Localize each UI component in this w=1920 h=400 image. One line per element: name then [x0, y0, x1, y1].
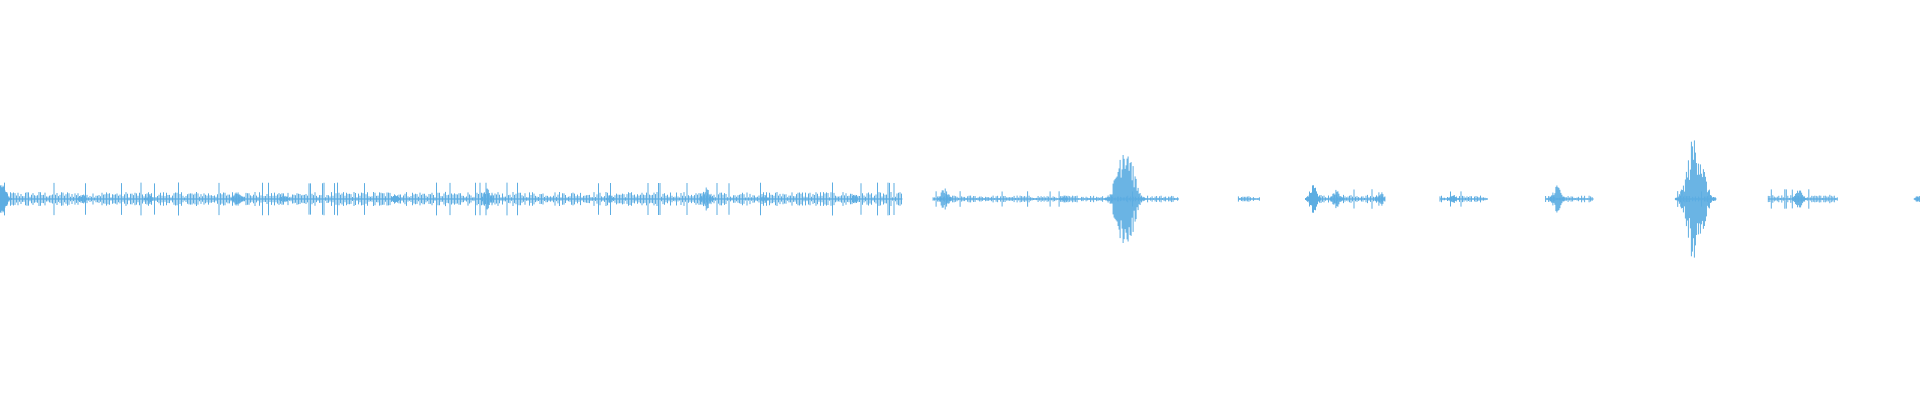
waveform-trace — [0, 140, 1920, 258]
